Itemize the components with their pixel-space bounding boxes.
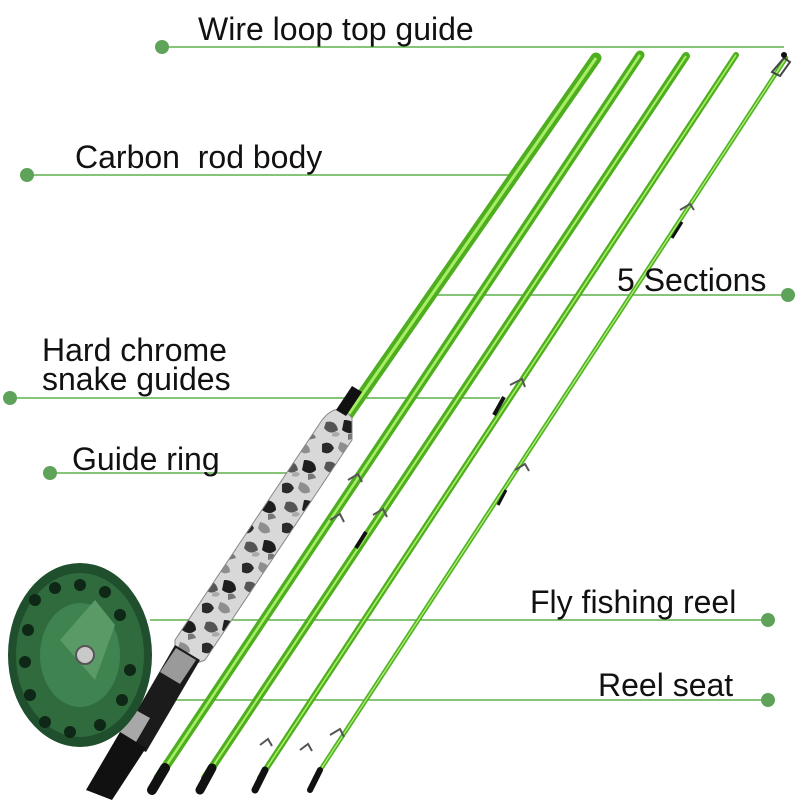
dot-five-sect [781,288,795,302]
label-fly-fishing-reel: Fly fishing reel [530,584,737,620]
dot-reel-seat [761,693,775,707]
rod-section-5 [312,55,789,781]
label-hard-chrome-line1: Hard chrome [42,332,227,368]
dot-wire-loop [155,40,169,54]
dot-carbon-body [20,168,34,182]
dot-guide-ring [43,466,57,480]
fly-fishing-reel [8,563,152,747]
label-dots [3,40,795,707]
wire-loop-top-guide [770,52,792,78]
label-five-sections: 5 Sections [617,262,767,298]
label-carbon-rod-body: Carbon rod body [75,139,323,175]
rod-section-4 [257,52,739,781]
rod-handle [174,386,362,664]
label-hard-chrome-line2: snake guides [42,361,231,397]
reel-seat [86,645,200,800]
label-wire-loop-top-guide: Wire loop top guide [198,11,474,47]
dot-fly-reel [761,613,775,627]
snake-guides [259,202,695,752]
rod-section-2 [153,50,645,783]
rod-section-3 [201,52,690,782]
label-guide-ring: Guide ring [72,441,220,477]
label-reel-seat: Reel seat [598,667,734,703]
dot-hard-chrome [3,391,17,405]
ferrule-ends [147,763,323,795]
